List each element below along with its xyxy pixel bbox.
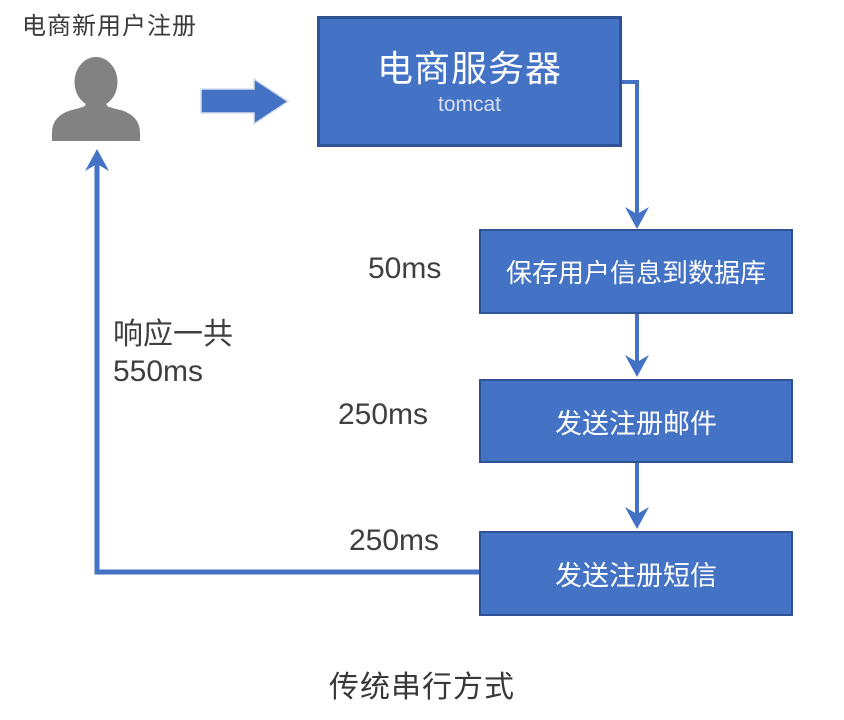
- step-label: 发送注册短信: [555, 561, 717, 591]
- response-total-label: 响应一共 550ms: [113, 316, 233, 390]
- step-label: 发送注册邮件: [555, 408, 717, 439]
- diagram-caption: 传统串行方式: [329, 671, 515, 704]
- request-arrow-icon: [200, 78, 290, 125]
- step-label: 保存用户信息到数据库: [505, 258, 766, 288]
- step-box-save-db: 保存用户信息到数据库: [479, 229, 793, 314]
- duration-label-step1: 50ms: [368, 252, 442, 285]
- connector-server-to-step1: [622, 80, 649, 229]
- server-title: 电商服务器: [376, 47, 562, 89]
- user-label: 电商新用户注册: [22, 13, 197, 40]
- user-icon: [52, 57, 140, 141]
- duration-label-step2: 250ms: [338, 398, 429, 431]
- server-subtitle: tomcat: [437, 92, 502, 116]
- step-box-send-email: 发送注册邮件: [479, 379, 793, 463]
- connector-step1-to-step2: [625, 314, 649, 377]
- response-total-line1: 响应一共: [113, 318, 233, 351]
- duration-label-step3: 250ms: [349, 524, 440, 557]
- server-box: 电商服务器 tomcat: [317, 16, 622, 147]
- response-total-line2: 550ms: [113, 355, 204, 388]
- step-box-send-sms: 发送注册短信: [479, 531, 793, 616]
- connector-step2-to-step3: [625, 463, 649, 529]
